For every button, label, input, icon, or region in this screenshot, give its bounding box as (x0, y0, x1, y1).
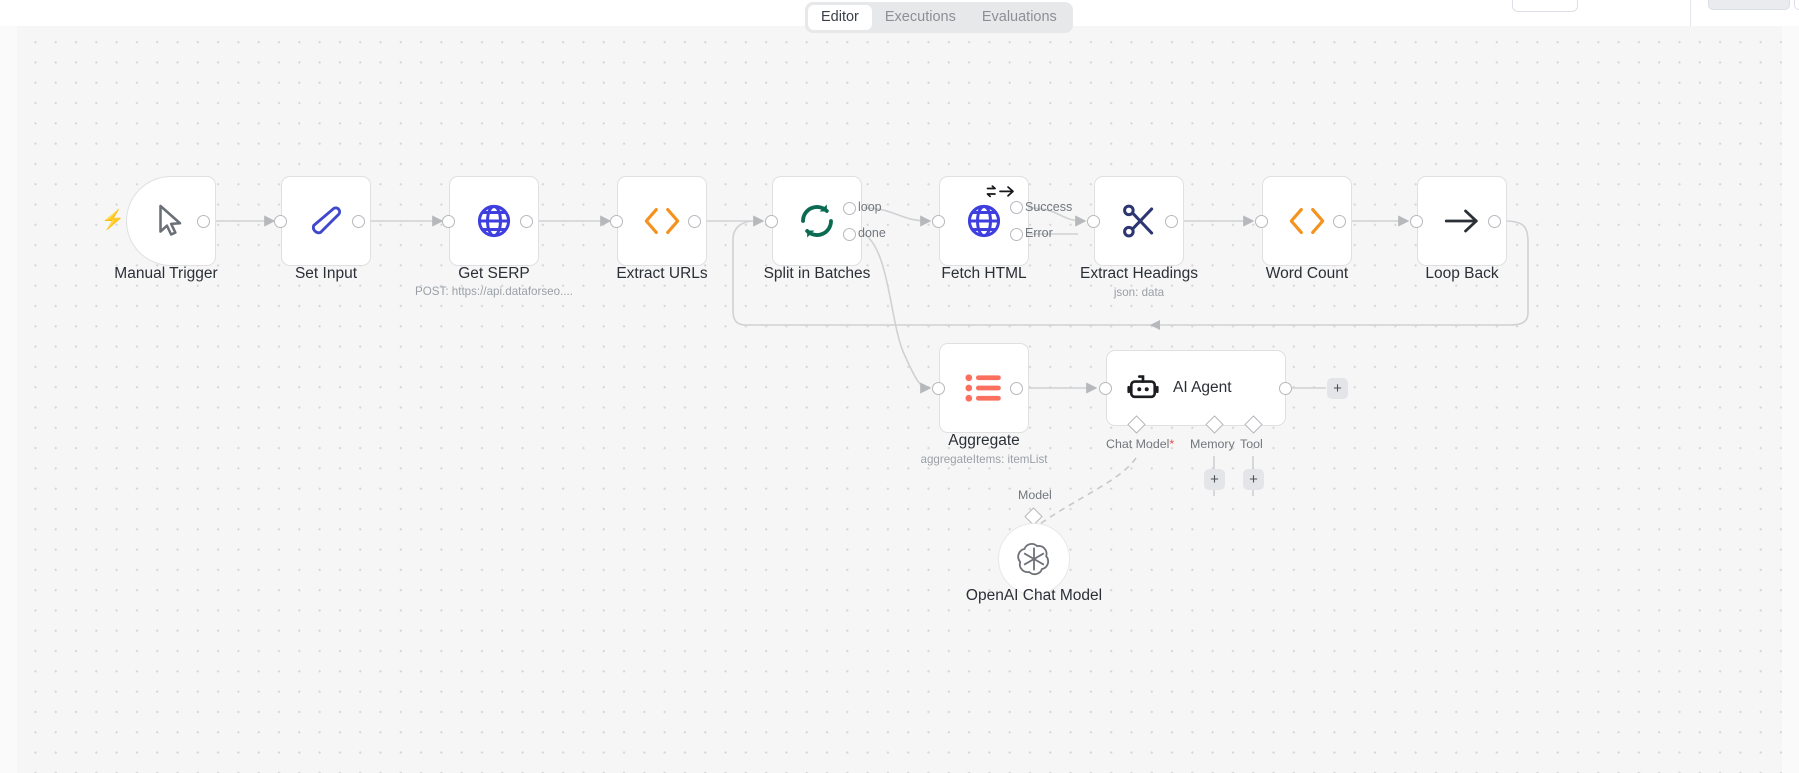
get-serp-label: Get SERP (458, 265, 530, 282)
memory-sub-label: Memory (1190, 437, 1235, 451)
split-in-batches-label: Split in Batches (763, 265, 871, 282)
retry-arrow-icon (986, 185, 1016, 198)
get-serp-subtitle: POST: https://api.dataforseo.... (415, 285, 573, 298)
manual-trigger-output-port[interactable] (197, 215, 210, 228)
connection-wires (216, 207, 1529, 525)
arrow-right-icon (1444, 209, 1478, 233)
aggregate-input-port[interactable] (932, 382, 945, 395)
fetch-html-error-port[interactable] (1010, 228, 1023, 241)
port-label-error: Error (1025, 226, 1053, 240)
canvas-right-gutter (1782, 26, 1799, 773)
tab-editor[interactable]: Editor (808, 5, 872, 30)
port-label-done: done (858, 226, 886, 240)
chat-model-dashed-wire (1039, 457, 1137, 525)
word-count-input-port[interactable] (1255, 215, 1268, 228)
ai-agent-output-port[interactable] (1279, 382, 1292, 395)
port-label-success: Success (1025, 200, 1073, 214)
loop-back-input-port[interactable] (1410, 215, 1423, 228)
globe-icon (967, 204, 1001, 238)
toolbar-button-partial-far-right[interactable] (1794, 0, 1799, 10)
list-bullets-icon (965, 374, 1001, 402)
toolbar-button-partial-left[interactable] (1512, 0, 1578, 12)
split-in-batches-done-port[interactable] (843, 228, 856, 241)
split-in-batches-input-port[interactable] (765, 215, 778, 228)
tool-sub-label: Tool (1240, 437, 1263, 451)
set-input-label: Set Input (294, 265, 358, 282)
loop-back-output-port[interactable] (1488, 215, 1501, 228)
get-serp-output-port[interactable] (520, 215, 533, 228)
extract-urls-output-port[interactable] (688, 215, 701, 228)
openai-chat-model-box[interactable] (998, 523, 1070, 595)
workflow-canvas[interactable]: ⚡ Manual Trigger Set Input (0, 26, 1799, 773)
chat-model-sub-label: Chat Model* (1106, 437, 1175, 451)
robot-icon (1127, 375, 1159, 399)
fetch-html-input-port[interactable] (932, 215, 945, 228)
openai-chat-model-label: OpenAI Chat Model (965, 587, 1103, 604)
scissors-icon (1123, 204, 1154, 238)
openai-logo-icon (1017, 543, 1050, 576)
ai-agent-box[interactable]: AI Agent (1106, 350, 1286, 426)
globe-icon (477, 204, 511, 238)
fetch-html-success-port[interactable] (1010, 201, 1023, 214)
memory-plus-button[interactable]: + (1204, 469, 1225, 490)
aggregate-label: Aggregate (948, 432, 1020, 449)
code-brackets-icon (644, 207, 680, 234)
port-label-loop: loop (858, 200, 882, 214)
trigger-bolt-icon: ⚡ (101, 210, 125, 231)
extract-urls-input-port[interactable] (610, 215, 623, 228)
tab-executions[interactable]: Executions (884, 9, 956, 25)
loop-back-label: Loop Back (1425, 265, 1499, 282)
loop-refresh-icon (801, 204, 833, 238)
aggregate-output-port[interactable] (1010, 382, 1023, 395)
ai-agent-input-port[interactable] (1099, 382, 1112, 395)
extract-headings-output-port[interactable] (1165, 215, 1178, 228)
fetch-html-label: Fetch HTML (941, 265, 1027, 282)
set-input-input-port[interactable] (274, 215, 287, 228)
tab-evaluations[interactable]: Evaluations (981, 9, 1057, 25)
ai-agent-title: AI Agent (1173, 379, 1232, 396)
tool-plus-button[interactable]: + (1243, 469, 1264, 490)
cursor-pointer-icon (159, 204, 182, 236)
aggregate-subtitle: aggregateItems: itemList (920, 453, 1048, 466)
extract-urls-label: Extract URLs (616, 265, 708, 282)
agent-output-plus-button[interactable]: + (1327, 378, 1348, 399)
editor-tab-bar: Editor Executions Evaluations (805, 2, 1073, 33)
model-sub-label: Model (1018, 488, 1052, 502)
extract-headings-subtitle: json: data (1113, 286, 1165, 299)
extract-headings-input-port[interactable] (1087, 215, 1100, 228)
word-count-label: Word Count (1265, 265, 1349, 282)
pencil-edit-icon (311, 206, 342, 235)
manual-trigger-label: Manual Trigger (114, 265, 218, 282)
set-input-output-port[interactable] (352, 215, 365, 228)
required-asterisk: * (1169, 437, 1175, 451)
canvas-left-gutter (0, 26, 17, 773)
toolbar-divider (1690, 0, 1691, 26)
code-brackets-icon (1289, 207, 1325, 234)
word-count-output-port[interactable] (1333, 215, 1346, 228)
toolbar-button-partial-right[interactable] (1708, 0, 1790, 10)
split-in-batches-box[interactable] (772, 176, 862, 266)
fetch-html-box[interactable] (939, 176, 1029, 266)
split-in-batches-loop-port[interactable] (843, 202, 856, 215)
get-serp-input-port[interactable] (442, 215, 455, 228)
extract-headings-label: Extract Headings (1079, 265, 1199, 282)
